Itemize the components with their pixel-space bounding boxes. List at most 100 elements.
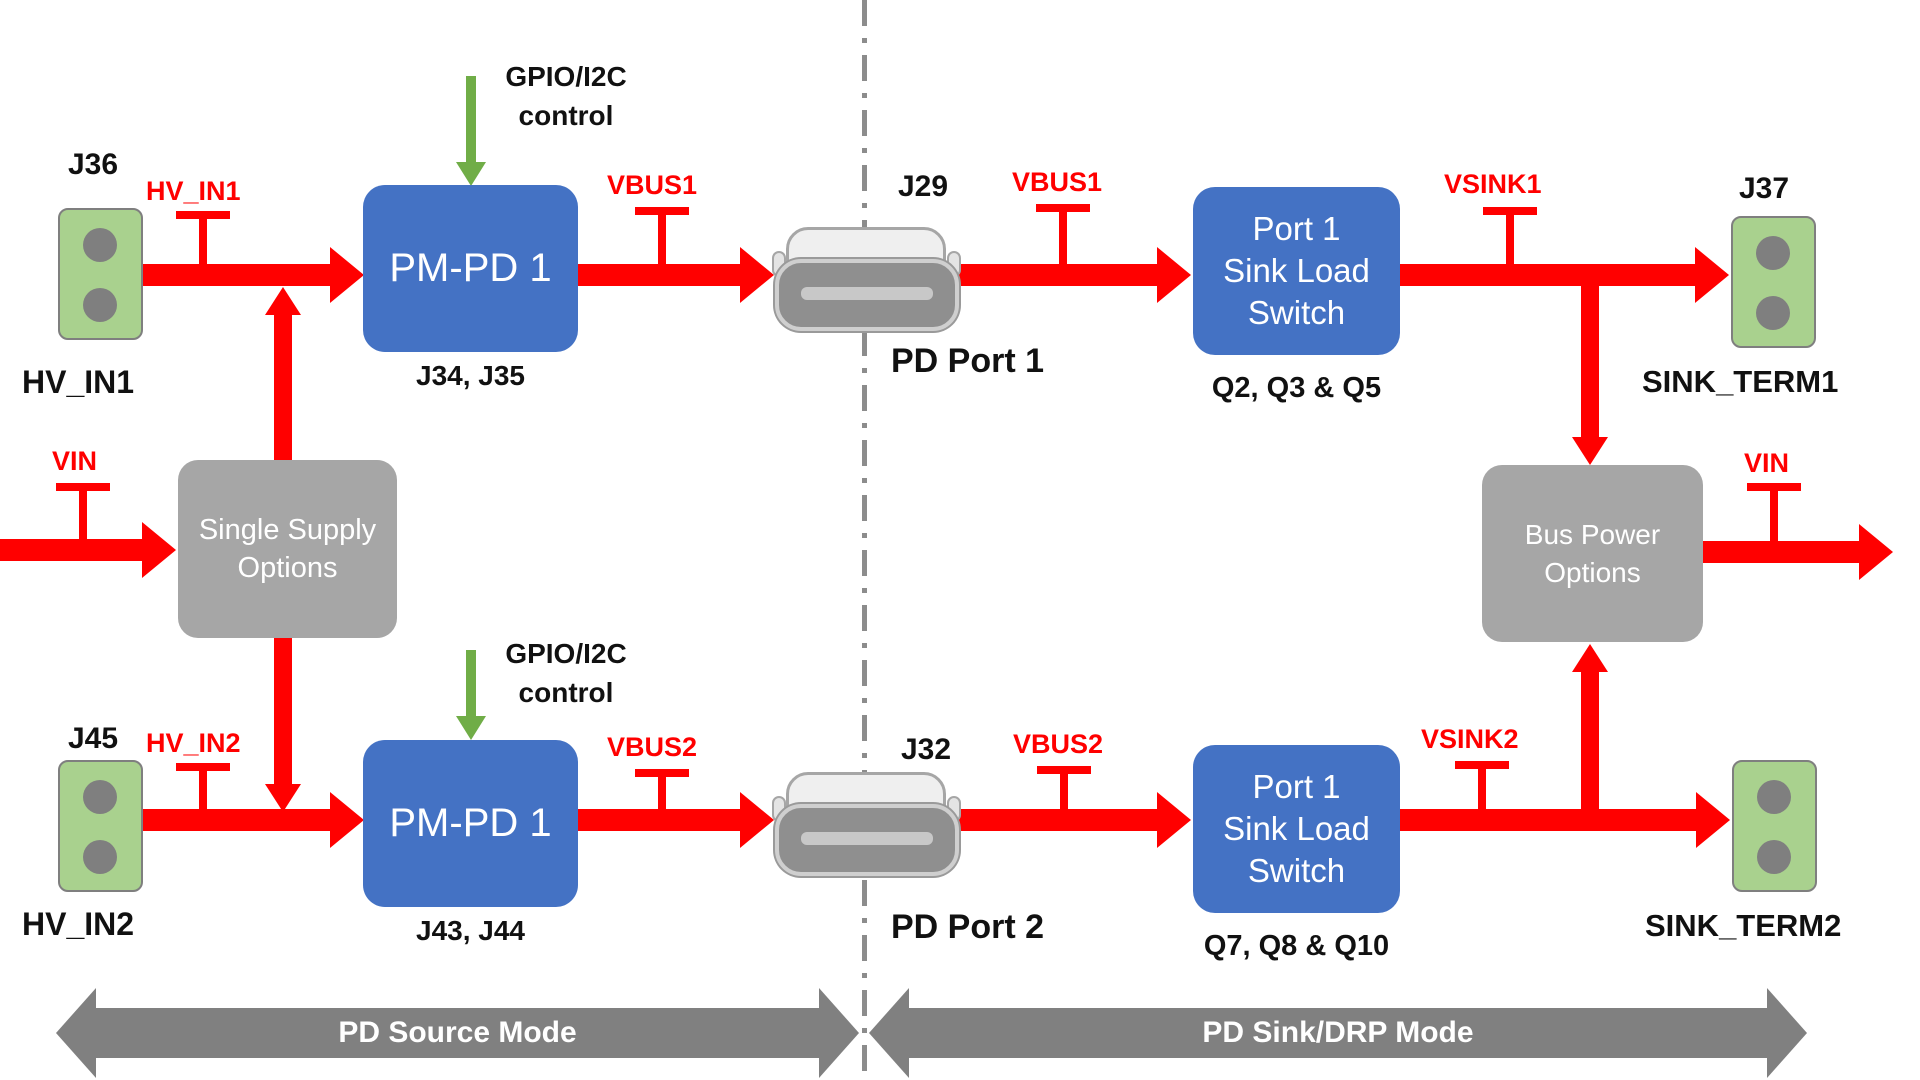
wire-port2-sls2	[957, 809, 1160, 831]
arrowhead-icon	[330, 247, 364, 303]
pin-icon	[1757, 840, 1791, 874]
net-label-vin-in: VIN	[52, 446, 98, 476]
control-label-top: GPIO/I2C control	[441, 57, 691, 135]
block-pm-pd-1-top: PM-PD 1	[363, 185, 578, 352]
net-tap-icon	[1036, 204, 1090, 212]
connector-ref-j36: J36	[68, 148, 119, 181]
arrowhead-icon	[142, 522, 176, 578]
control-line1: GPIO/I2C	[505, 61, 627, 92]
block-title: PM-PD 1	[389, 801, 552, 845]
wire-sso-up	[274, 315, 292, 460]
terminal-label-sink-term1: SINK_TERM1	[1642, 364, 1839, 399]
control-label-bottom: GPIO/I2C control	[441, 634, 691, 712]
wire-hv-in1	[141, 264, 333, 286]
connector-ref-j29: J29	[898, 170, 949, 203]
pin-icon	[1757, 780, 1791, 814]
block-title: PM-PD 1	[389, 246, 552, 290]
block-text: Options	[1544, 556, 1641, 588]
wire-branch-bpo-top	[1581, 286, 1599, 437]
block-sink-load-switch-1: Port 1 Sink Load Switch	[1193, 187, 1400, 355]
block-bus-power-options: Bus Power Options	[1482, 465, 1703, 642]
net-label-hv-in1: HV_IN1	[146, 176, 241, 206]
net-tap-stem	[658, 777, 666, 809]
connector-ref-j45: J45	[68, 722, 119, 755]
net-tap-stem	[1059, 212, 1067, 264]
pin-icon	[83, 780, 117, 814]
wire-sso-down	[274, 638, 292, 784]
wire-vin-out	[1701, 541, 1862, 563]
arrowhead-icon	[265, 287, 301, 315]
net-label-vbus2-b: VBUS2	[1013, 729, 1104, 759]
port-label-pd-port-1: PD Port 1	[891, 342, 1045, 380]
terminal-label-sink-term2: SINK_TERM2	[1645, 908, 1842, 943]
gpio-arrowhead-icon	[456, 716, 486, 740]
block-sink-load-switch-2: Port 1 Sink Load Switch	[1193, 745, 1400, 913]
wire-port1-sls1	[957, 264, 1160, 286]
wire-vbus2	[577, 809, 743, 831]
block-text: Switch	[1247, 852, 1346, 890]
net-label-vbus1-b: VBUS1	[1012, 167, 1103, 197]
block-sub-j34-j35: J34, J35	[416, 360, 525, 391]
net-tap-stem	[658, 215, 666, 264]
pin-icon	[1756, 296, 1790, 330]
mode-banner-sink: PD Sink/DRP Mode	[908, 1008, 1768, 1058]
wire-branch-bpo-bottom	[1581, 672, 1599, 809]
connector-ref-j37: J37	[1739, 172, 1790, 205]
wire-vin-in	[0, 539, 145, 561]
wire-hv-in2	[141, 809, 333, 831]
block-text: Port 1	[1252, 209, 1341, 247]
block-sub-q2-q3-q5: Q2, Q3 & Q5	[1211, 372, 1382, 404]
block-text: Sink Load	[1223, 809, 1370, 847]
net-label-vsink1: VSINK1	[1444, 169, 1542, 199]
pin-icon	[83, 228, 117, 262]
net-tap-icon	[1455, 761, 1509, 769]
net-tap-icon	[635, 207, 689, 215]
mode-arrowhead-icon	[869, 988, 909, 1078]
net-label-vbus1-a: VBUS1	[607, 170, 698, 200]
net-tap-stem	[1770, 491, 1778, 541]
mode-arrowhead-icon	[819, 988, 859, 1078]
block-pm-pd-1-bottom: PM-PD 1	[363, 740, 578, 907]
mode-arrowhead-icon	[56, 988, 96, 1078]
mode-banner-source: PD Source Mode	[95, 1008, 820, 1058]
arrowhead-icon	[740, 247, 774, 303]
block-text: Bus Power	[1524, 518, 1661, 550]
control-line2: control	[518, 677, 614, 709]
wire-vbus1	[577, 264, 743, 286]
net-tap-icon	[176, 211, 230, 219]
arrowhead-icon	[1572, 644, 1608, 672]
net-tap-icon	[1483, 207, 1537, 215]
control-line1: GPIO/I2C	[505, 638, 627, 669]
net-tap-icon	[56, 483, 110, 491]
net-tap-stem	[199, 771, 207, 809]
net-tap-stem	[1506, 215, 1514, 264]
net-tap-stem	[79, 491, 87, 539]
block-text: Switch	[1247, 294, 1346, 332]
block-sub-q7-q8-q10: Q7, Q8 & Q10	[1203, 930, 1390, 962]
terminal-connector-j45	[58, 760, 143, 892]
usb-c-slot-icon	[801, 287, 933, 300]
arrowhead-icon	[1572, 437, 1608, 465]
net-tap-stem	[1060, 774, 1068, 809]
gpio-arrowhead-icon	[456, 162, 486, 186]
net-tap-icon	[1747, 483, 1801, 491]
pin-icon	[1756, 236, 1790, 270]
arrowhead-icon	[1696, 792, 1730, 848]
net-label-hv-in2: HV_IN2	[146, 728, 241, 758]
arrowhead-icon	[1859, 524, 1893, 580]
arrowhead-icon	[330, 792, 364, 848]
net-tap-stem	[1478, 769, 1486, 809]
wire-vsink2	[1399, 809, 1696, 831]
terminal-connector-j36	[58, 208, 143, 340]
block-text: Port 1	[1252, 767, 1341, 805]
connector-ref-j32: J32	[901, 733, 952, 766]
section-divider-line	[862, 0, 867, 1080]
control-line2: control	[518, 100, 614, 132]
mode-arrowhead-icon	[1767, 988, 1807, 1078]
terminal-label-hv-in2: HV_IN2	[22, 906, 135, 942]
usb-c-slot-icon	[801, 832, 933, 845]
arrowhead-icon	[265, 784, 301, 812]
net-label-vbus2-a: VBUS2	[607, 732, 698, 762]
arrowhead-icon	[1157, 247, 1191, 303]
